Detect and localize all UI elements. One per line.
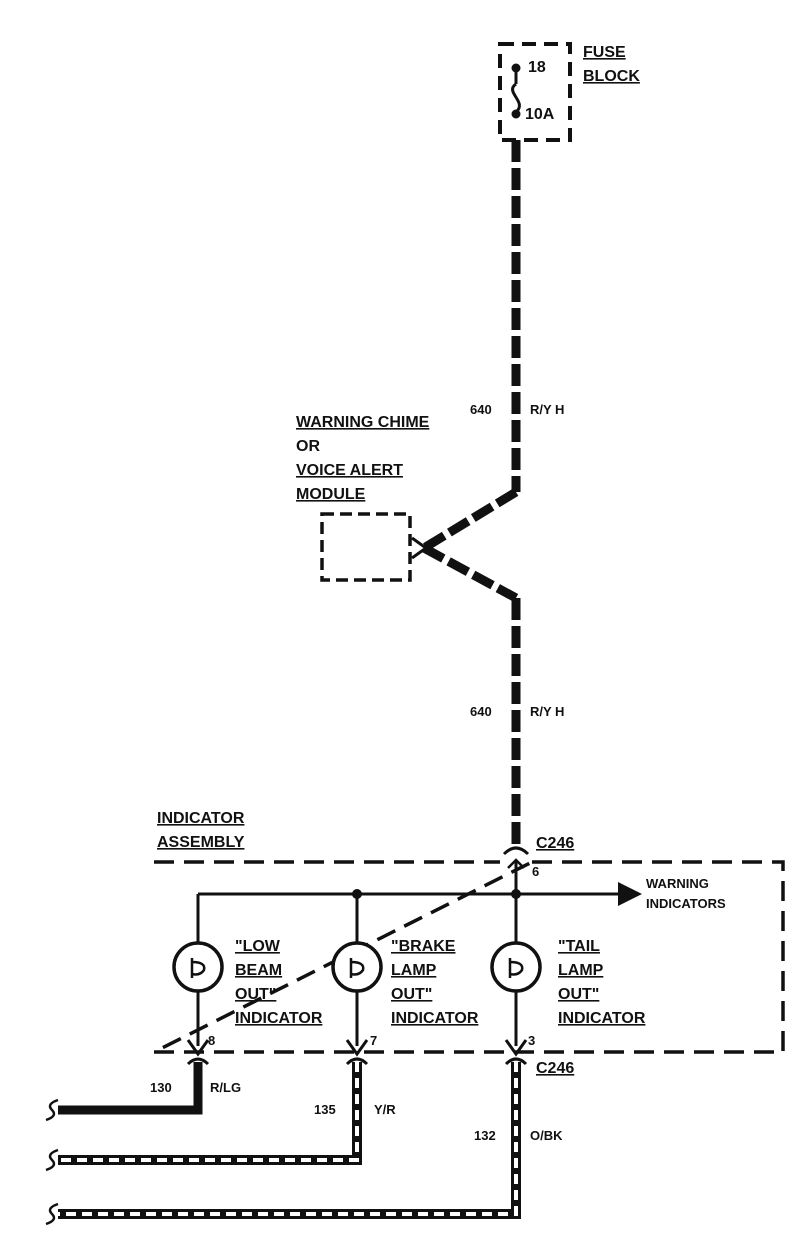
tail-lamp-filament-icon xyxy=(508,958,524,978)
tail-lamp-label-3: OUT" xyxy=(558,986,599,1003)
wire-132-color: O/BK xyxy=(530,1128,563,1143)
wire-132-outer xyxy=(58,1062,521,1219)
indicator-assembly: INDICATOR ASSEMBLY C246 6 WARNING INDICA… xyxy=(153,810,785,1077)
wire-135-circuit: 135 xyxy=(314,1102,336,1117)
wire-135-stripe xyxy=(58,1062,359,1162)
low-beam-label-4: INDICATOR xyxy=(235,1010,323,1027)
wire-132-circuit: 132 xyxy=(474,1128,496,1143)
output-wire-130: 130 R/LG xyxy=(45,1062,241,1122)
feed-wire-upper-circuit: 640 xyxy=(470,402,492,417)
fuse-block: 18 10A FUSE BLOCK xyxy=(498,42,640,142)
pin-7-terminal-icon xyxy=(345,1039,369,1057)
tail-lamp-label-2: LAMP xyxy=(558,962,604,979)
tail-lamp-bulb-icon xyxy=(490,941,542,993)
low-beam-out-indicator: "LOW BEAM OUT" INDICATOR 8 xyxy=(172,894,323,1048)
module-connector-icon xyxy=(411,536,429,560)
output-wire-132: 132 O/BK xyxy=(45,1062,563,1226)
warning-indicators-arrow-icon xyxy=(618,882,642,906)
fuse-rating: 10A xyxy=(525,106,555,123)
output-wire-135: 135 Y/R xyxy=(45,1062,396,1172)
fuse-terminal-top xyxy=(511,63,521,73)
brake-lamp-label-2: LAMP xyxy=(391,962,437,979)
low-beam-label-3: OUT" xyxy=(235,986,276,1003)
low-beam-label-2: BEAM xyxy=(235,962,282,979)
connector-c246-top-label: C246 xyxy=(536,835,574,852)
wire-132-stripe xyxy=(58,1062,518,1216)
warning-indicators-label-2: INDICATORS xyxy=(646,896,726,911)
wire-130-color: R/LG xyxy=(210,1080,241,1095)
wire-130-break-icon xyxy=(45,1098,59,1122)
connector-c246-top-icon xyxy=(502,846,530,856)
pin-8-terminal-icon xyxy=(186,1039,210,1057)
low-beam-filament-icon xyxy=(190,958,206,978)
pin-3-terminal-icon xyxy=(504,1039,528,1057)
connector-c246-bottom-label: C246 xyxy=(536,1060,574,1077)
feed-wire-640: 640 R/Y H 640 R/Y H xyxy=(421,140,564,850)
tail-lamp-label-4: INDICATOR xyxy=(558,1010,646,1027)
brake-lamp-label-4: INDICATOR xyxy=(391,1010,479,1027)
fuse-block-outline xyxy=(498,42,572,142)
brake-lamp-label-1: "BRAKE xyxy=(391,938,456,955)
wire-135-break-icon xyxy=(45,1148,59,1172)
fuse-block-label-2: BLOCK xyxy=(583,68,640,85)
module-label-2: OR xyxy=(296,438,320,455)
fuse-number: 18 xyxy=(528,59,546,76)
feed-wire-lower-circuit: 640 xyxy=(470,704,492,719)
brake-lamp-filament-icon xyxy=(349,958,365,978)
bus-junction-tail xyxy=(511,889,521,899)
brake-lamp-label-3: OUT" xyxy=(391,986,432,1003)
tail-lamp-label-1: "TAIL xyxy=(558,938,600,955)
feed-wire-from-module xyxy=(421,544,519,602)
wire-132-break-icon xyxy=(45,1202,59,1226)
connector-c246-top-pin: 6 xyxy=(532,864,539,879)
feed-wire-upper-color: R/Y H xyxy=(530,402,564,417)
low-beam-bulb-icon xyxy=(172,941,224,993)
warning-chime-module: WARNING CHIME OR VOICE ALERT MODULE xyxy=(296,414,430,582)
module-label-1: WARNING CHIME xyxy=(296,414,430,431)
indicator-assembly-label-1: INDICATOR xyxy=(157,810,245,827)
fuse-terminal-bottom xyxy=(511,109,521,119)
brake-lamp-bulb-icon xyxy=(331,941,383,993)
indicator-assembly-outline xyxy=(153,860,785,1054)
warning-indicators-label-1: WARNING xyxy=(646,876,709,891)
fuse-element-icon xyxy=(511,82,521,114)
fuse-block-label-1: FUSE xyxy=(583,44,626,61)
wire-135-color: Y/R xyxy=(374,1102,396,1117)
module-label-4: MODULE xyxy=(296,486,366,503)
brake-lamp-out-indicator: "BRAKE LAMP OUT" INDICATOR 7 xyxy=(331,894,479,1048)
indicator-assembly-label-2: ASSEMBLY xyxy=(157,834,245,851)
tail-lamp-out-indicator: "TAIL LAMP OUT" INDICATOR 3 xyxy=(490,938,646,1048)
low-beam-label-1: "LOW xyxy=(235,938,281,955)
module-outline xyxy=(320,512,412,582)
wire-130-path xyxy=(58,1062,203,1115)
wire-130-circuit: 130 xyxy=(150,1080,172,1095)
low-beam-pin: 8 xyxy=(208,1033,215,1048)
feed-wire-to-module xyxy=(421,488,519,552)
brake-lamp-pin: 7 xyxy=(370,1033,377,1048)
feed-wire-lower-color: R/Y H xyxy=(530,704,564,719)
module-label-3: VOICE ALERT xyxy=(296,462,403,479)
tail-lamp-pin: 3 xyxy=(528,1033,535,1048)
connector-c246-bottom-icon xyxy=(186,1057,528,1066)
